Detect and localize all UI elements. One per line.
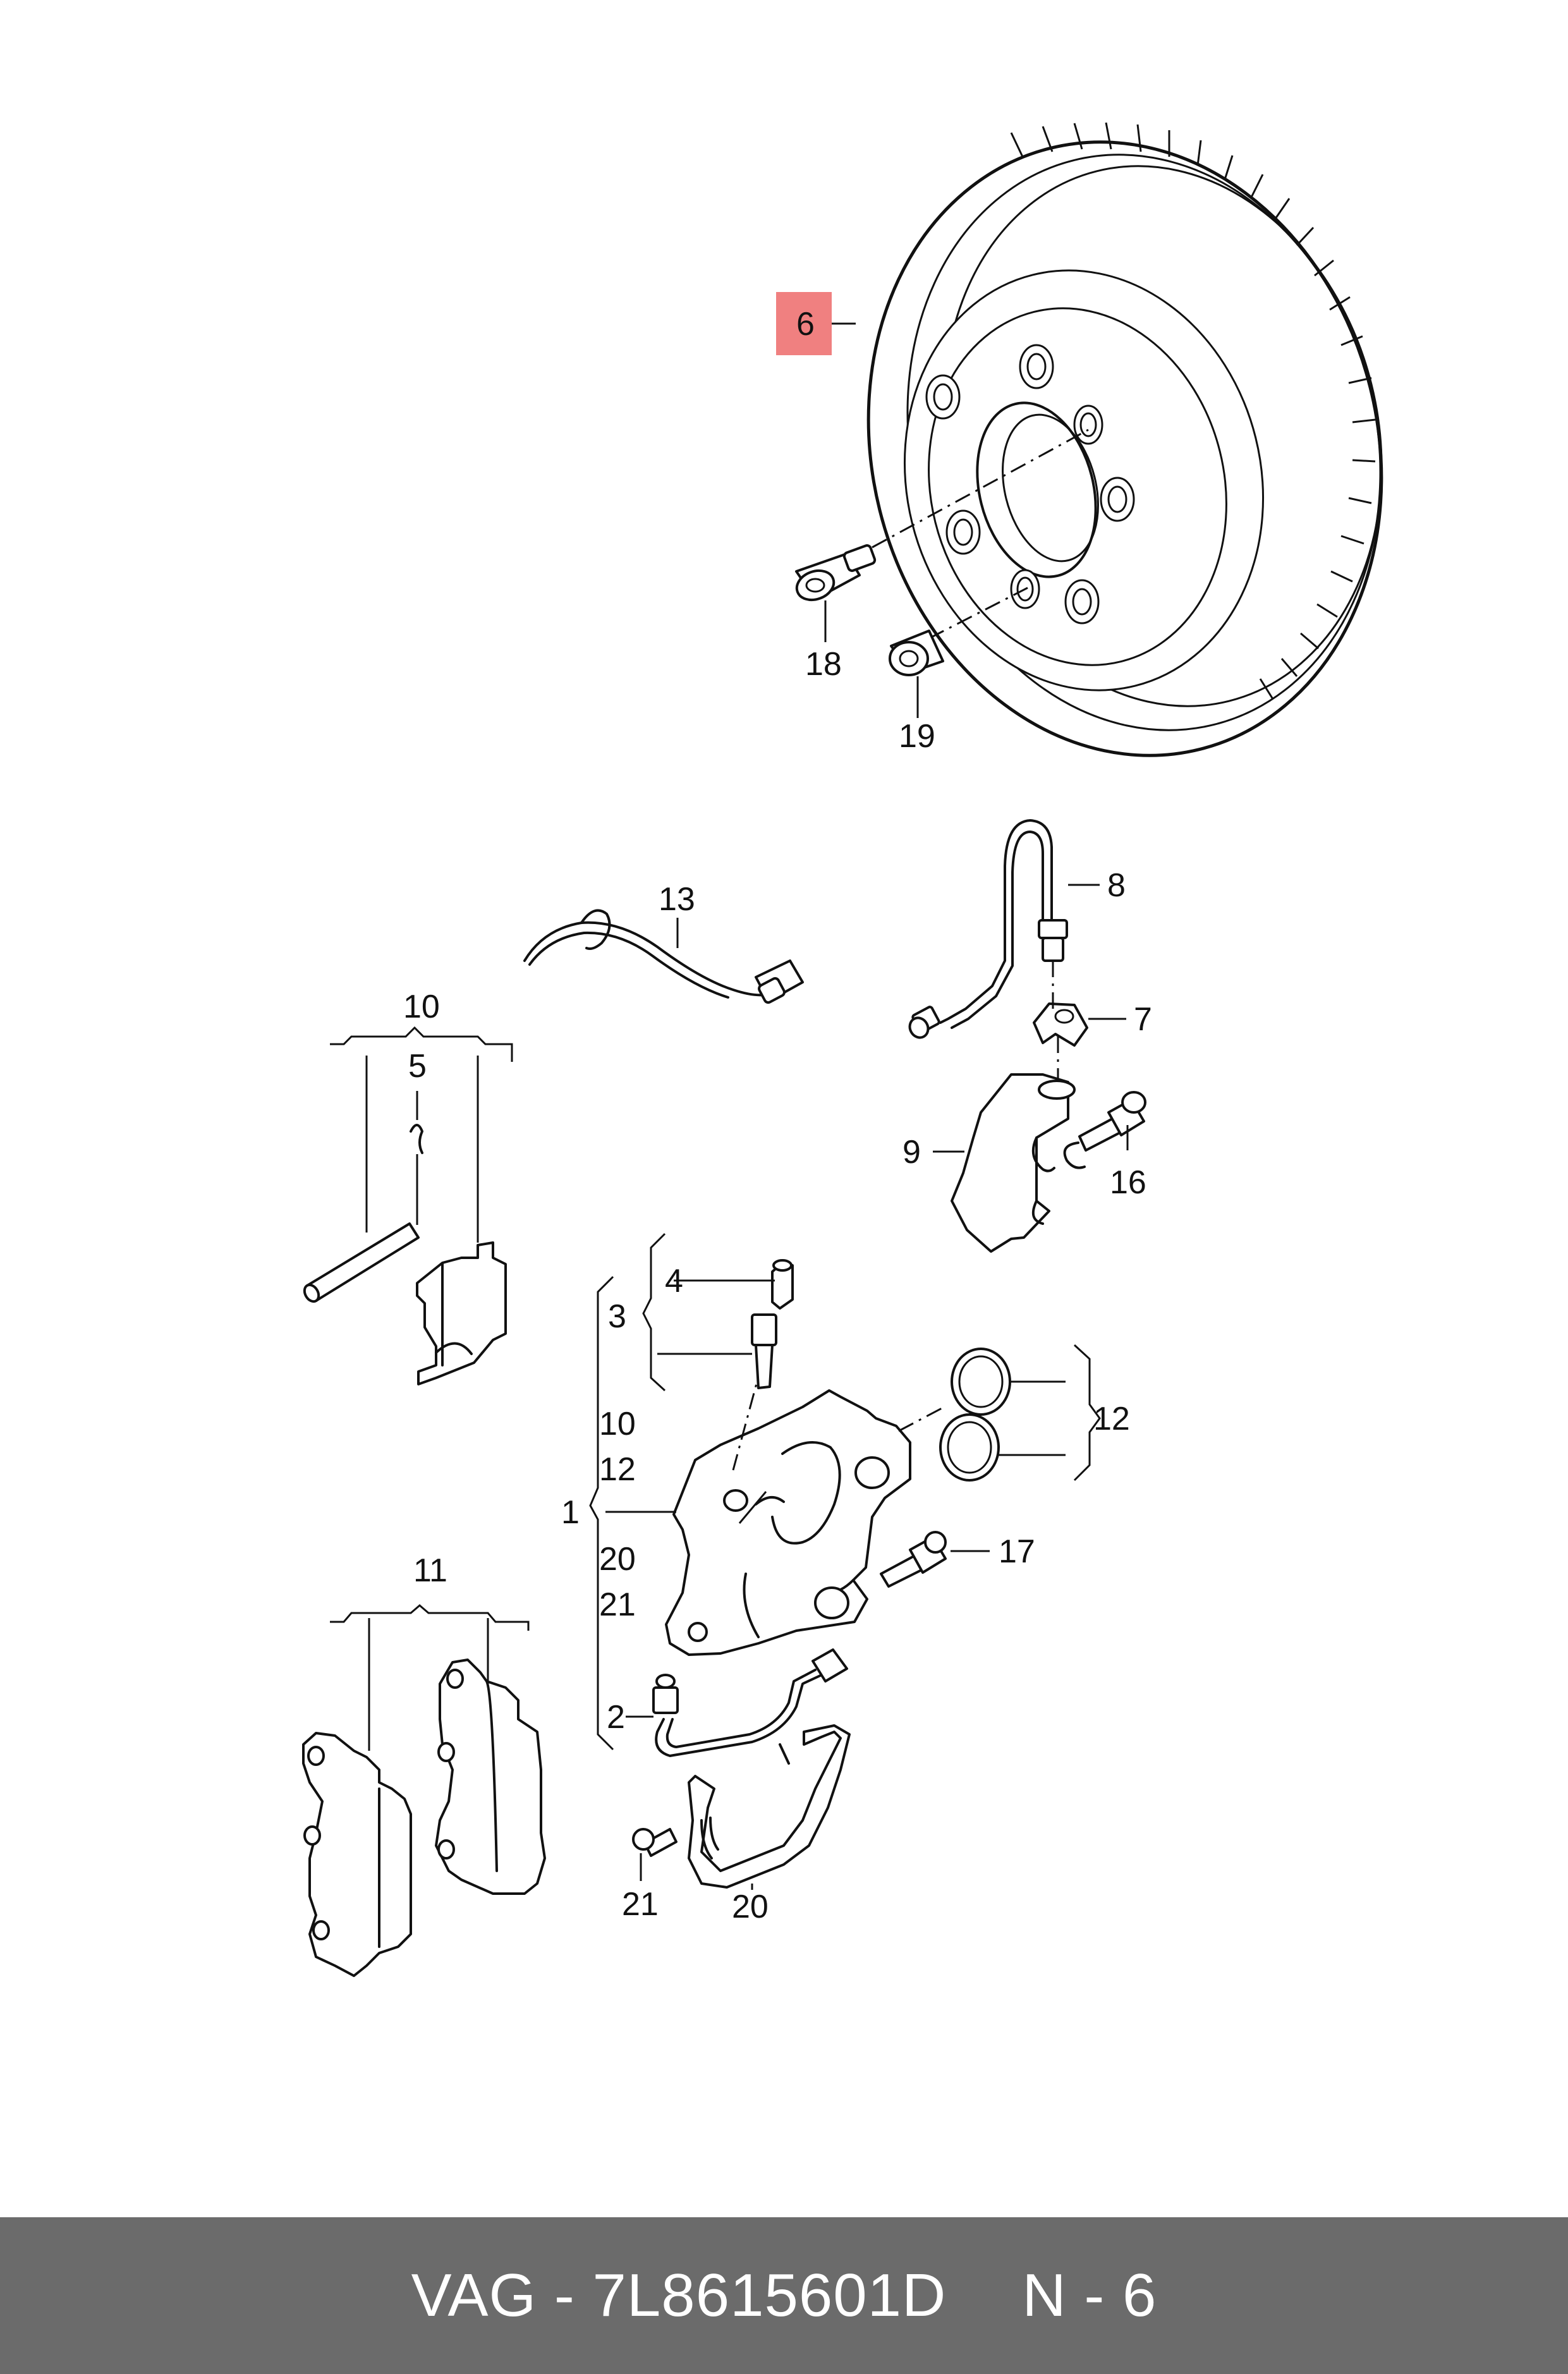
label-11: 11 xyxy=(413,1552,447,1589)
holder-7-part xyxy=(1033,1002,1088,1047)
pin-5-part xyxy=(303,1124,423,1303)
label-17: 17 xyxy=(999,1533,1035,1570)
label-3: 3 xyxy=(608,1298,626,1335)
seal-ring-12-part xyxy=(939,1348,1011,1482)
bolt-17-part xyxy=(880,1531,947,1588)
bolt-21-part xyxy=(632,1828,678,1857)
footer-brand: VAG xyxy=(411,2261,537,2329)
footer-separator: - xyxy=(537,2261,593,2329)
label-5: 5 xyxy=(408,1048,427,1085)
label-1: 1 xyxy=(561,1494,580,1531)
label-19: 19 xyxy=(899,718,935,755)
parts-diagram: 6 18 19 13 8 7 9 16 10 5 4 3 1 10 12 20 … xyxy=(302,122,1383,1977)
label-10: 10 xyxy=(403,989,440,1025)
label-7: 7 xyxy=(1134,1001,1152,1038)
label-6: 6 xyxy=(796,306,815,343)
label-9: 9 xyxy=(903,1134,921,1171)
bracket-20-part xyxy=(688,1724,851,1889)
brake-disc-part xyxy=(866,122,1383,757)
label-13: 13 xyxy=(659,881,695,918)
bracket-9-part xyxy=(951,1073,1086,1253)
label-8: 8 xyxy=(1107,867,1126,904)
bleeder-valve-4-part xyxy=(751,1259,794,1389)
label-brace-21: 21 xyxy=(599,1586,636,1623)
label-4: 4 xyxy=(665,1263,683,1300)
footer-bar: VAG - 7L8615601D N - 6 xyxy=(0,2217,1568,2374)
label-brace-10: 10 xyxy=(599,1406,636,1442)
highlighted-part-badge xyxy=(776,292,832,355)
label-20: 20 xyxy=(732,1889,769,1925)
screw-18-part xyxy=(795,544,877,602)
brake-pad-10-upper-part xyxy=(416,1241,507,1385)
plug-19-part xyxy=(889,630,944,676)
label-brace-12: 12 xyxy=(599,1451,636,1488)
wear-sensor-13-part xyxy=(523,909,804,1004)
footer-page-ref: N - 6 xyxy=(1022,2261,1157,2329)
label-16: 16 xyxy=(1110,1164,1146,1201)
brake-pad-11-inner-part xyxy=(302,1732,412,1977)
label-12: 12 xyxy=(1093,1401,1130,1437)
label-21: 21 xyxy=(622,1886,659,1923)
caliper-1-part xyxy=(665,1389,911,1656)
bolt-16-part xyxy=(1078,1091,1146,1152)
footer-part-number: 7L8615601D xyxy=(592,2261,947,2329)
label-2: 2 xyxy=(607,1699,625,1736)
brake-pipe-2-part xyxy=(652,1648,848,1757)
brake-pad-11-outer-part xyxy=(435,1659,546,1895)
brake-pipe-8-part xyxy=(908,819,1068,1039)
label-18: 18 xyxy=(805,646,842,683)
label-brace-20: 20 xyxy=(599,1541,636,1578)
